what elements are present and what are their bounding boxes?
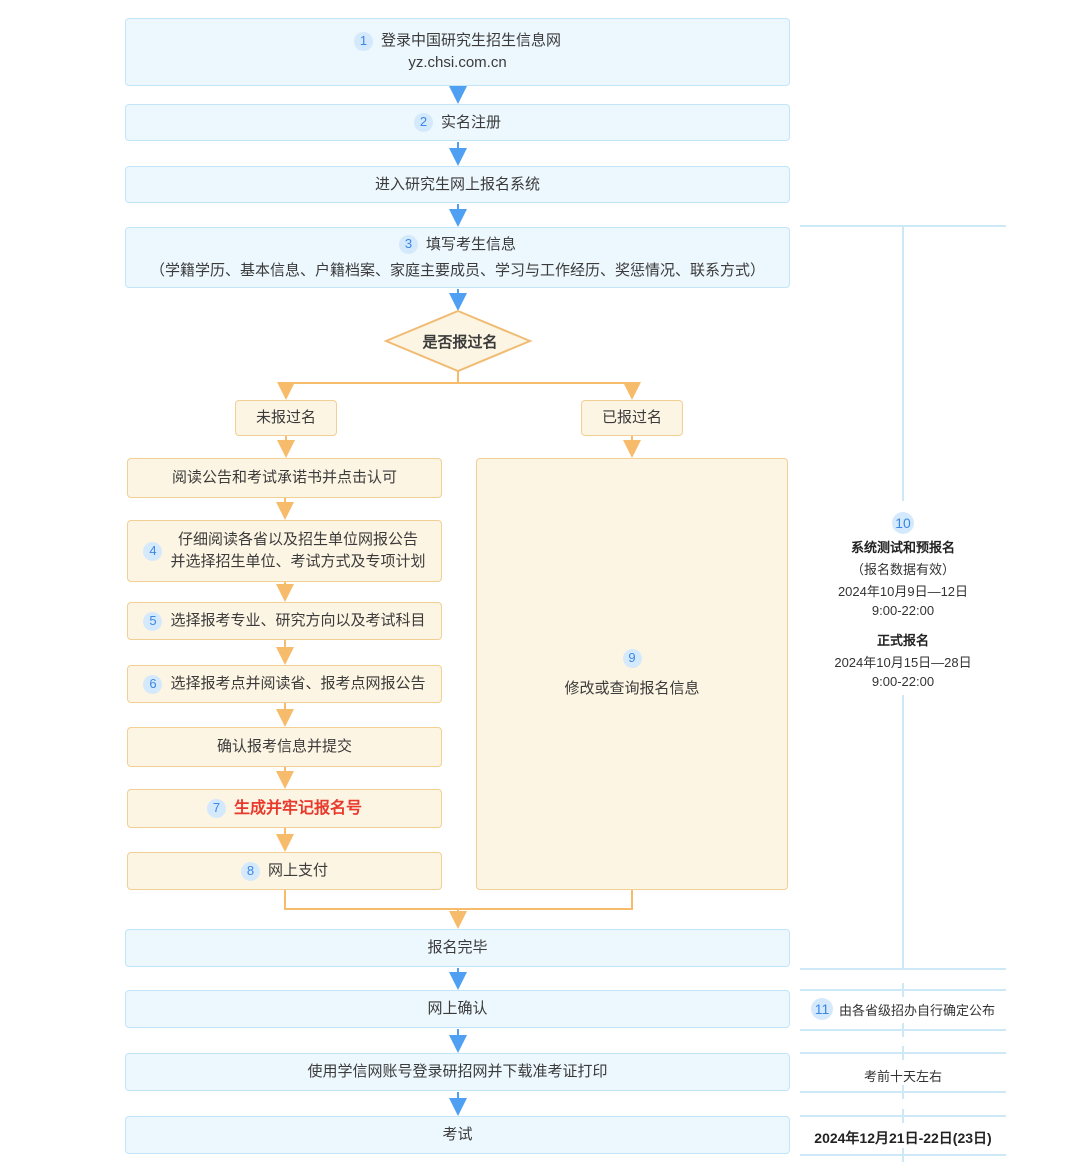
timeline-note-registration-dates: 10 系统测试和预报名 （报名数据有效） 2024年10月9日—12日 9:00… — [793, 512, 1013, 692]
step-box-read-province-notice: 4 仔细阅读各省以及招生单位网报公告 并选择招生单位、考试方式及专项计划 — [127, 520, 442, 582]
branch-label-not-registered: 未报过名 — [235, 400, 337, 436]
step-badge: 7 — [206, 799, 226, 818]
note-title: 系统测试和预报名 — [850, 540, 955, 555]
step-box-pay-online: 8 网上支付 — [127, 852, 442, 890]
step-box-choose-major: 5 选择报考专业、研究方向以及考试科目 — [127, 602, 442, 640]
step-badge: 10 — [892, 512, 914, 534]
timeline-note-exam-dates: 2024年12月21日-22日(23日) — [814, 1130, 992, 1146]
note-time: 9:00-22:00 — [871, 674, 935, 689]
step-box-fill-info: 3 填写考生信息 （学籍学历、基本信息、户籍档案、家庭主要成员、学习与工作经历、… — [125, 227, 790, 288]
note-sub: （报名数据有效） — [850, 562, 955, 577]
step-badge: 6 — [143, 674, 163, 694]
step-box-registration-done: 报名完毕 — [125, 929, 790, 967]
step-box-modify-query: 9 修改或查询报名信息 — [476, 458, 788, 890]
step-badge: 1 — [353, 31, 373, 51]
step-badge: 8 — [240, 861, 260, 881]
step-box-exam: 考试 — [125, 1116, 790, 1154]
decision-label: 是否报过名 — [422, 333, 498, 351]
step-badge: 9 — [622, 648, 642, 668]
timeline-note-before-exam: 考前十天左右 — [863, 1069, 942, 1084]
step-box-remember-number: 7 生成并牢记报名号 — [127, 789, 442, 828]
timeline-note-confirm: 11 由各省级招办自行确定公布 — [800, 998, 1006, 1020]
step-badge: 3 — [398, 235, 418, 255]
note-title: 正式报名 — [876, 633, 929, 648]
step-label: 填写考生信息 — [425, 235, 516, 253]
step-sublabel: （学籍学历、基本信息、户籍档案、家庭主要成员、学习与工作经历、奖惩情况、联系方式… — [149, 261, 765, 279]
step-badge: 2 — [413, 113, 433, 132]
step-badge: 11 — [810, 998, 833, 1020]
step-box-register: 2 实名注册 — [125, 104, 790, 141]
step-box-enter-system: 进入研究生网上报名系统 — [125, 166, 790, 203]
step-label: 登录中国研究生招生信息网 — [380, 32, 561, 50]
alert-label: 生成并牢记报名号 — [233, 799, 362, 817]
timeline-ruler — [800, 225, 1006, 1162]
note-date: 2024年10月9日—12日 — [837, 584, 969, 599]
orange-flow-connectors — [276, 371, 641, 929]
step-box-choose-exam-site: 6 选择报考点并阅读省、报考点网报公告 — [127, 665, 442, 703]
step-box-print-admission: 使用学信网账号登录研招网并下载准考证打印 — [125, 1053, 790, 1091]
step-box-online-confirm: 网上确认 — [125, 990, 790, 1028]
step-box-login: 1 登录中国研究生招生信息网 yz.chsi.com.cn — [125, 18, 790, 86]
step-box-confirm-submit: 确认报考信息并提交 — [127, 727, 442, 767]
note-date: 2024年10月15日—28日 — [834, 655, 972, 670]
branch-label-registered: 已报过名 — [581, 400, 683, 436]
step-badge: 5 — [143, 611, 163, 631]
step-url: yz.chsi.com.cn — [408, 54, 507, 71]
note-time: 9:00-22:00 — [871, 603, 935, 618]
step-label: 进入研究生网上报名系统 — [374, 175, 540, 193]
step-label: 实名注册 — [440, 113, 501, 131]
step-box-read-notice: 阅读公告和考试承诺书并点击认可 — [127, 458, 442, 498]
step-badge: 4 — [143, 541, 163, 561]
